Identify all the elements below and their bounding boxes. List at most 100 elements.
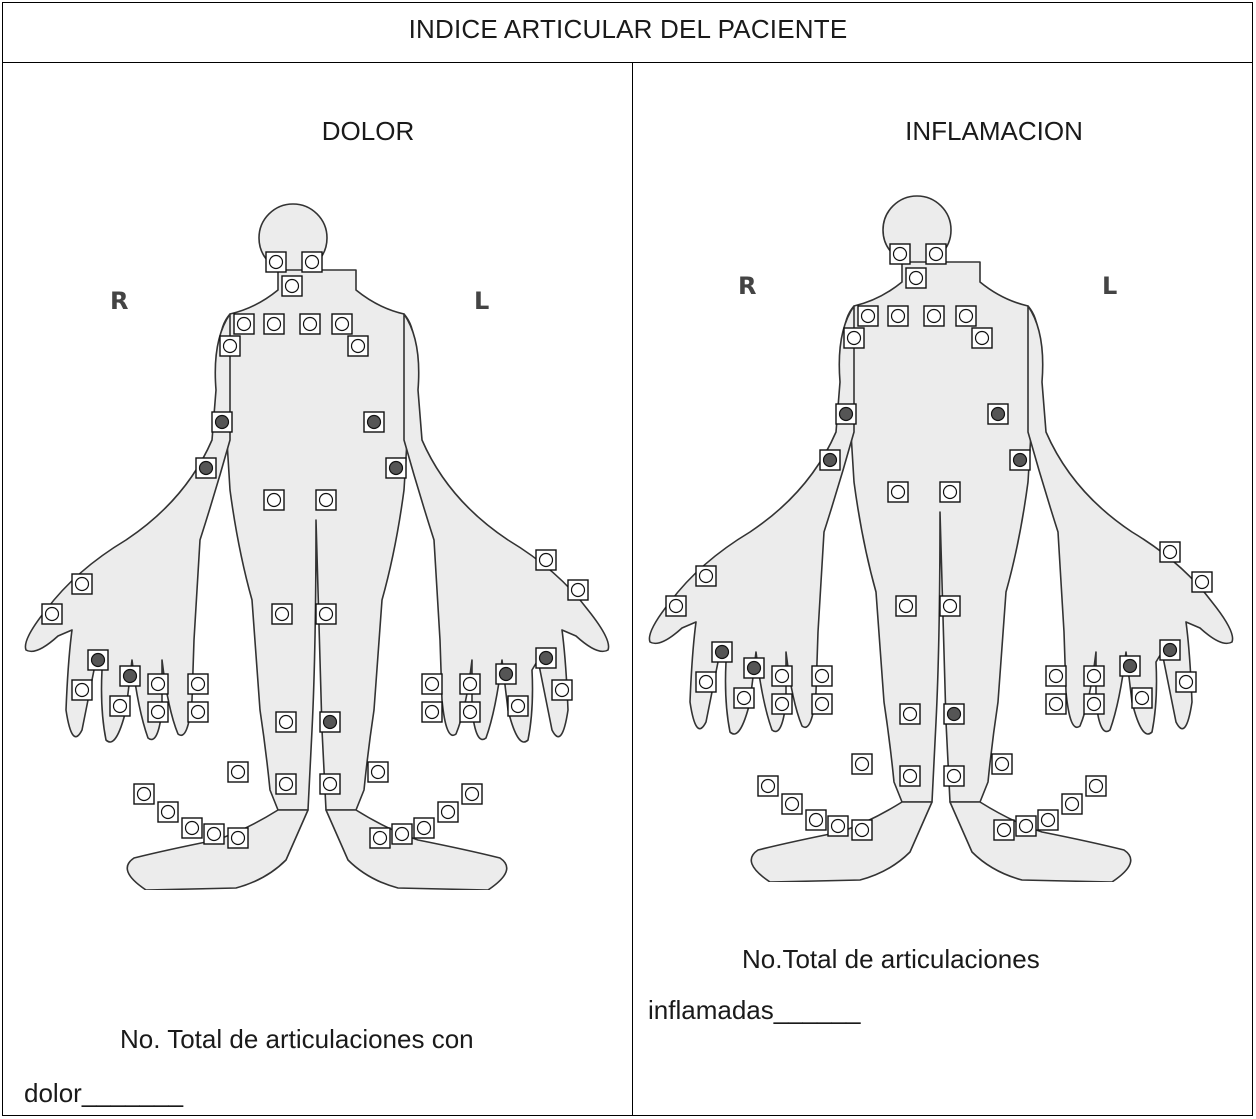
joint-marker[interactable]: [772, 666, 792, 686]
joint-marker[interactable]: [460, 674, 480, 694]
joint-marker[interactable]: [220, 336, 240, 356]
joint-marker[interactable]: [696, 566, 716, 586]
joint-marker[interactable]: [110, 696, 130, 716]
joint-marker[interactable]: [568, 580, 588, 600]
joint-marker[interactable]: [188, 674, 208, 694]
joint-marker[interactable]: [120, 666, 140, 686]
joint-marker[interactable]: [1016, 816, 1036, 836]
joint-marker[interactable]: [906, 268, 926, 288]
joint-marker[interactable]: [196, 458, 216, 478]
joint-marker[interactable]: [414, 818, 434, 838]
joint-marker[interactable]: [820, 450, 840, 470]
joint-marker[interactable]: [422, 702, 442, 722]
joint-marker[interactable]: [1120, 656, 1140, 676]
joint-marker[interactable]: [72, 574, 92, 594]
joint-marker[interactable]: [994, 820, 1014, 840]
joint-marker[interactable]: [276, 712, 296, 732]
joint-marker[interactable]: [944, 704, 964, 724]
joint-marker[interactable]: [536, 550, 556, 570]
joint-marker[interactable]: [1062, 794, 1082, 814]
joint-marker[interactable]: [134, 784, 154, 804]
joint-marker[interactable]: [852, 820, 872, 840]
joint-marker[interactable]: [368, 762, 388, 782]
joint-marker[interactable]: [158, 802, 178, 822]
joint-marker[interactable]: [422, 674, 442, 694]
joint-marker[interactable]: [1084, 694, 1104, 714]
joint-marker[interactable]: [266, 252, 286, 272]
joint-marker[interactable]: [1010, 450, 1030, 470]
joint-marker[interactable]: [890, 244, 910, 264]
joint-marker[interactable]: [924, 306, 944, 326]
joint-marker[interactable]: [1192, 572, 1212, 592]
joint-marker[interactable]: [988, 404, 1008, 424]
joint-marker[interactable]: [228, 762, 248, 782]
joint-marker[interactable]: [666, 596, 686, 616]
joint-marker[interactable]: [300, 314, 320, 334]
joint-marker[interactable]: [806, 810, 826, 830]
joint-marker[interactable]: [926, 244, 946, 264]
joint-marker[interactable]: [944, 766, 964, 786]
joint-marker[interactable]: [888, 306, 908, 326]
total-swelling-field[interactable]: inflamadas______: [648, 995, 861, 1026]
joint-marker[interactable]: [940, 596, 960, 616]
joint-marker[interactable]: [148, 674, 168, 694]
joint-marker[interactable]: [1046, 666, 1066, 686]
joint-marker[interactable]: [992, 754, 1012, 774]
joint-marker[interactable]: [320, 774, 340, 794]
joint-marker[interactable]: [264, 314, 284, 334]
joint-marker[interactable]: [744, 658, 764, 678]
joint-marker[interactable]: [1132, 688, 1152, 708]
joint-marker[interactable]: [264, 490, 284, 510]
joint-marker[interactable]: [508, 696, 528, 716]
joint-marker[interactable]: [1084, 666, 1104, 686]
joint-marker[interactable]: [148, 702, 168, 722]
joint-marker[interactable]: [320, 712, 340, 732]
joint-marker[interactable]: [812, 666, 832, 686]
joint-marker[interactable]: [940, 482, 960, 502]
joint-marker[interactable]: [42, 604, 62, 624]
total-pain-field[interactable]: dolor_______: [24, 1078, 183, 1109]
joint-marker[interactable]: [772, 694, 792, 714]
joint-marker[interactable]: [188, 702, 208, 722]
joint-marker[interactable]: [844, 328, 864, 348]
joint-marker[interactable]: [858, 306, 878, 326]
joint-marker[interactable]: [438, 802, 458, 822]
joint-marker[interactable]: [316, 604, 336, 624]
joint-marker[interactable]: [462, 784, 482, 804]
joint-marker[interactable]: [536, 648, 556, 668]
joint-marker[interactable]: [392, 824, 412, 844]
joint-marker[interactable]: [734, 688, 754, 708]
joint-marker[interactable]: [348, 336, 368, 356]
joint-marker[interactable]: [460, 702, 480, 722]
joint-marker[interactable]: [782, 794, 802, 814]
joint-marker[interactable]: [72, 680, 92, 700]
joint-marker[interactable]: [1038, 810, 1058, 830]
joint-marker[interactable]: [1160, 542, 1180, 562]
joint-marker[interactable]: [758, 776, 778, 796]
joint-marker[interactable]: [956, 306, 976, 326]
joint-marker[interactable]: [1046, 694, 1066, 714]
joint-marker[interactable]: [712, 642, 732, 662]
joint-marker[interactable]: [1176, 672, 1196, 692]
joint-marker[interactable]: [696, 672, 716, 692]
joint-marker[interactable]: [496, 664, 516, 684]
joint-marker[interactable]: [972, 328, 992, 348]
joint-marker[interactable]: [900, 766, 920, 786]
joint-marker[interactable]: [900, 704, 920, 724]
joint-marker[interactable]: [234, 314, 254, 334]
joint-marker[interactable]: [852, 754, 872, 774]
joint-marker[interactable]: [272, 604, 292, 624]
joint-marker[interactable]: [828, 816, 848, 836]
joint-marker[interactable]: [386, 458, 406, 478]
joint-marker[interactable]: [836, 404, 856, 424]
joint-marker[interactable]: [276, 774, 296, 794]
joint-marker[interactable]: [282, 276, 302, 296]
joint-marker[interactable]: [332, 314, 352, 334]
joint-marker[interactable]: [888, 482, 908, 502]
joint-marker[interactable]: [316, 490, 336, 510]
joint-marker[interactable]: [552, 680, 572, 700]
joint-marker[interactable]: [228, 828, 248, 848]
joint-marker[interactable]: [812, 694, 832, 714]
joint-marker[interactable]: [896, 596, 916, 616]
joint-marker[interactable]: [204, 824, 224, 844]
